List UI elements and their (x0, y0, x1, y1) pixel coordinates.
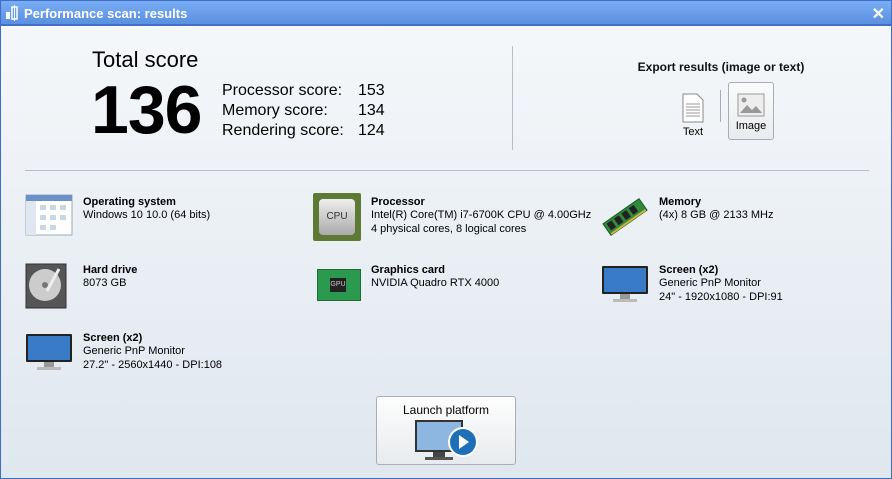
export-text-label: Text (682, 126, 704, 138)
total-score-value: 136 (91, 72, 202, 148)
gpu-icon-text: GPU (330, 278, 346, 292)
image-icon (737, 93, 765, 117)
item-detail: Intel(R) Core(TM) i7-6700K CPU @ 4.00GHz (371, 209, 592, 221)
cpu-icon-text: CPU (319, 199, 355, 235)
item-detail: 4 physical cores, 8 logical cores (371, 223, 527, 235)
item-detail: 24" - 1920x1080 - DPI:91 (659, 291, 783, 303)
item-title: Screen (x2) (83, 332, 143, 344)
item-title: Graphics card (371, 264, 445, 276)
window-icon (25, 194, 73, 236)
monitor-icon (26, 334, 72, 370)
processor-score-label: Processor score: (222, 82, 343, 99)
hard-drive-icon (25, 263, 67, 309)
item-detail: Generic PnP Monitor (83, 345, 185, 357)
export-text-button[interactable]: Text (673, 89, 713, 139)
rendering-score-label: Rendering score: (222, 122, 344, 139)
close-button[interactable]: ✕ (871, 6, 885, 23)
item-detail: Windows 10 10.0 (64 bits) (83, 209, 211, 221)
item-detail: Generic PnP Monitor (659, 277, 761, 289)
item-detail: 8073 GB (83, 277, 127, 289)
total-score-label: Total score (92, 47, 199, 72)
item-title: Processor (371, 196, 425, 208)
export-title: Export results (image or text) (637, 60, 805, 74)
item-detail: (4x) 8 GB @ 2133 MHz (659, 209, 774, 221)
vertical-divider (512, 46, 513, 150)
item-detail: NVIDIA Quadro RTX 4000 (371, 277, 500, 289)
rendering-score-value: 124 (358, 122, 385, 139)
export-separator (720, 90, 721, 122)
document-icon (682, 93, 704, 123)
export-image-label: Image (735, 120, 767, 132)
launch-platform-label: Launch platform (402, 403, 490, 417)
processor-score-value: 153 (358, 82, 385, 99)
item-title: Memory (659, 196, 702, 208)
window-title: Performance scan: results (24, 6, 188, 21)
horizontal-divider (25, 170, 869, 171)
ram-icon (602, 197, 648, 237)
memory-score-value: 134 (358, 102, 385, 119)
launch-platform-button[interactable]: Launch platform (376, 396, 516, 465)
item-title: Hard drive (83, 264, 138, 276)
app-icon (6, 5, 18, 21)
monitor-icon (602, 266, 648, 302)
memory-score-label: Memory score: (222, 102, 328, 119)
export-image-button[interactable]: Image (728, 82, 774, 140)
item-detail: 27.2" - 2560x1440 - DPI:108 (83, 359, 223, 371)
item-title: Operating system (83, 196, 176, 208)
title-bar: Performance scan: results ✕ (1, 1, 891, 26)
play-monitor-icon (415, 420, 478, 460)
item-title: Screen (x2) (659, 264, 719, 276)
cpu-icon: CPU (313, 193, 361, 241)
gpu-icon: GPU (317, 269, 361, 301)
